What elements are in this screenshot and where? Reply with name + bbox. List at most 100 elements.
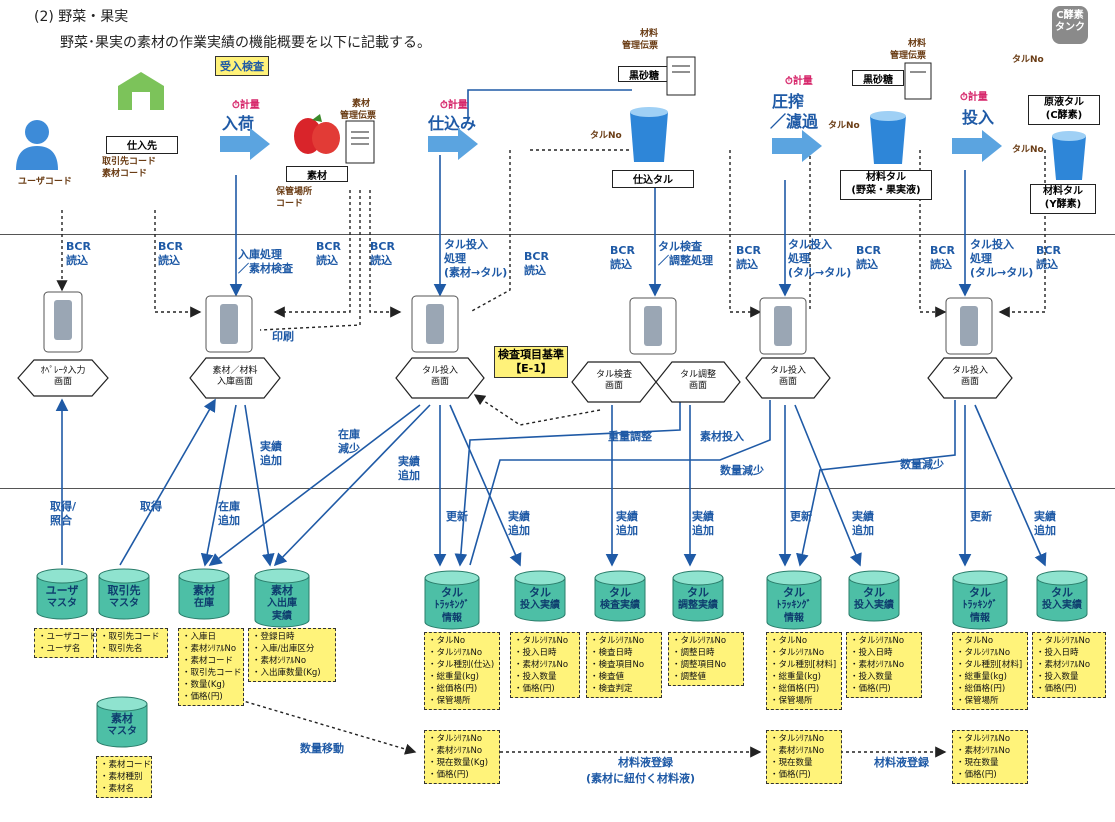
zairyo-toroku-label-2: (素材に紐付く材料液) <box>586 772 696 785</box>
c-kobo-tank: C酵素タンク <box>1055 10 1085 33</box>
insatsu-label: 印刷 <box>272 330 294 343</box>
database-cylinder: 取引先マスタ <box>98 568 150 620</box>
database-cylinder: 素材入出庫実績 <box>254 568 310 628</box>
sozai-kanri-2: 管理伝票 <box>340 111 377 121</box>
database-name: 素材マスタ <box>96 712 148 738</box>
database-field: ・取引先コード <box>100 632 160 642</box>
database-field: ・保管場所 <box>956 696 999 706</box>
taru-kensa-label: タル検査／調整処理 <box>658 240 713 267</box>
database-name-line: 投入実績 <box>854 600 894 611</box>
database-field: ・タルNo <box>956 636 994 646</box>
nyuko-screen-label: 素材／材料入庫画面 <box>212 366 258 387</box>
database-field: ・価格(円) <box>956 770 997 780</box>
database-field: ・素材ｼﾘｱﾙNo <box>252 656 307 666</box>
database-field: ・検査判定 <box>590 684 633 694</box>
document-icon <box>345 120 375 164</box>
assaku-label-1: 圧搾 <box>772 92 805 111</box>
kensa-kijun-badge: 検査項目基準【E-1】 <box>494 346 568 378</box>
jisseki-label-6: 実績追加 <box>852 510 874 537</box>
koshin-label-1: 更新 <box>446 510 468 523</box>
database-field: ・素材ｼﾘｱﾙNo <box>1036 660 1091 670</box>
database-fields: ・タルｼﾘｱﾙNo・投入日時・素材ｼﾘｱﾙNo・投入数量・価格(円) <box>1032 632 1106 698</box>
database-field: ・調整項目No <box>672 660 727 670</box>
database-field: ・現在数量(Kg) <box>428 758 489 768</box>
jisseki-label-1: 実績追加 <box>260 440 282 467</box>
database-field: ・素材ｼﾘｱﾙNo <box>850 660 905 670</box>
database-field: ・総重量(kg) <box>428 672 479 682</box>
database-field: ・タル種別(仕込) <box>428 660 495 670</box>
database-field: ・素材ｼﾘｱﾙNo <box>514 660 569 670</box>
database-name-line: マスタ <box>47 598 77 609</box>
zairyo-toroku-label-3: 材料液登録 <box>874 756 929 769</box>
database-field: ・投入数量 <box>1036 672 1079 682</box>
database-field: ・タル種別[材料] <box>956 660 1023 670</box>
sozai-code-label: 素材コード <box>102 169 148 179</box>
database-name-line: タル <box>783 586 805 599</box>
database-field: ・登録日時 <box>252 632 295 642</box>
zairyo-kanri-1: 材料 <box>640 29 659 39</box>
database-field: ・入庫日 <box>182 632 217 642</box>
database-name: タル投入実績 <box>514 586 566 612</box>
database-name-line: 検査実績 <box>600 600 640 611</box>
database-name-line: 情報 <box>970 613 990 624</box>
taru-no-2: タルNo <box>828 121 860 131</box>
database-cylinder: 素材マスタ <box>96 696 148 748</box>
tonyu-arrow <box>952 130 1002 162</box>
database-field: ・タルｼﾘｱﾙNo <box>1036 636 1091 646</box>
database-field: ・調整日時 <box>672 648 715 658</box>
taru-chosei-screen-hex <box>655 361 741 403</box>
database-field: ・素材種別 <box>100 772 143 782</box>
database-name-line: 投入実績 <box>520 600 560 611</box>
database-fields: ・タルｼﾘｱﾙNo・素材ｼﾘｱﾙNo・現在数量・価格(円) <box>952 730 1028 784</box>
database-name-line: 情報 <box>442 613 462 624</box>
database-field: ・タルｼﾘｱﾙNo <box>672 636 727 646</box>
database-fields: ・タルｼﾘｱﾙNo・素材ｼﾘｱﾙNo・現在数量・価格(円) <box>766 730 842 784</box>
database-fields: ・素材コード・素材種別・素材名 <box>96 756 152 798</box>
barn-icon <box>118 72 164 110</box>
operator-screen-hex <box>17 359 109 397</box>
database-fields: ・タルｼﾘｱﾙNo・検査日時・検査項目No・検査値・検査判定 <box>586 632 662 698</box>
database-name: タルﾄﾗｯｷﾝｸﾞ情報 <box>952 586 1008 625</box>
zairyo-kanri-3: 材料 <box>908 39 927 49</box>
zairyo-taru-box: 材料タル(野菜・果実液) <box>840 170 932 200</box>
database-field: ・保管場所 <box>428 696 471 706</box>
database-fields: ・タルNo・タルｼﾘｱﾙNo・タル種別[材料]・総重量(kg)・総価格(円)・保… <box>766 632 842 710</box>
database-cylinder: タル投入実績 <box>1036 570 1088 622</box>
database-fields: ・タルｼﾘｱﾙNo・投入日時・素材ｼﾘｱﾙNo・投入数量・価格(円) <box>846 632 922 698</box>
nyuko-screen-hex <box>189 357 281 399</box>
database-field: ・タルｼﾘｱﾙNo <box>770 734 825 744</box>
database-cylinder: タル投入実績 <box>514 570 566 622</box>
taru-tonyu-screen-label-3: タル投入画面 <box>951 366 988 387</box>
database-field: ・投入日時 <box>850 648 893 658</box>
database-field: ・価格(円) <box>182 692 223 702</box>
sozai-box: 素材 <box>286 166 348 182</box>
document-icon-2 <box>666 56 696 96</box>
taru-tonyu-label-1: タル投入処理(素材→タル) <box>444 238 508 279</box>
database-field: ・取引先コード <box>182 668 242 678</box>
sozai-tonyu-label: 素材投入 <box>700 430 744 443</box>
database-field: ・素材コード <box>182 656 234 666</box>
database-fields: ・ユーザコード・ユーザ名 <box>34 628 97 658</box>
database-cylinder: タルﾄﾗｯｷﾝｸﾞ情報 <box>424 570 480 630</box>
database-field: ・素材コード <box>100 760 152 770</box>
zairyo-toroku-label-1: 材料液登録 <box>618 756 673 769</box>
database-field: ・取引先名 <box>100 644 143 654</box>
barrel-icon-3 <box>1052 131 1086 180</box>
database-name: 素材在庫 <box>178 584 230 610</box>
taru-tonyu-label-3: タル投入処理(タル→タル) <box>970 238 1034 279</box>
database-field: ・投入数量 <box>514 672 557 682</box>
database-name-line: 情報 <box>784 613 804 624</box>
shikomi-arrow <box>428 128 478 160</box>
keiryo-label-2: ⏱計量 <box>440 100 468 111</box>
database-field: ・タルｼﾘｱﾙNo <box>956 734 1011 744</box>
taru-tonyu-screen-hex-3 <box>927 357 1013 399</box>
assaku-label-2: ／濾過 <box>770 112 819 131</box>
database-name-line: 素材 <box>111 712 133 725</box>
database-name-line: タル <box>529 586 551 599</box>
operator-screen-label: ｵﾍﾟﾚｰﾀ入力画面 <box>40 366 86 387</box>
genneki-box: 原液タル(C酵素) <box>1028 95 1100 125</box>
database-field: ・入出庫数量(Kg) <box>252 668 321 678</box>
